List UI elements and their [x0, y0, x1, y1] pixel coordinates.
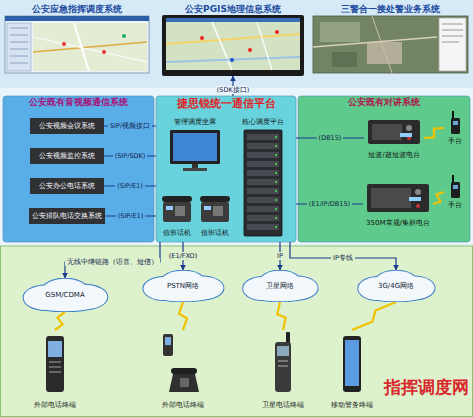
- connector: [65, 242, 160, 278]
- node-text: 公安视频监控系统: [39, 152, 95, 160]
- node-text: 3G/4G网络: [378, 282, 414, 290]
- handheld-radio: 手台: [444, 174, 466, 210]
- edge-label: (SDK接口): [215, 86, 251, 94]
- node-text: 公安既有对讲系统: [348, 98, 420, 108]
- device-box: 公安视频监控系统: [30, 148, 104, 164]
- node-text: 公安应急指挥调度系统: [32, 4, 122, 14]
- node-text: PSTN网络: [167, 282, 199, 290]
- panel-fill: [3, 96, 154, 242]
- node-text: 移动警务终端: [331, 401, 373, 409]
- device-box: 公安排队电话交换系统: [29, 208, 105, 224]
- rack-icon: [234, 116, 292, 238]
- platform-panel: 捷思锐统一通信平台管理调度坐席 核心调度平台值班话机 值班话机: [156, 96, 296, 242]
- node-text: 公安排队电话交换系统: [32, 212, 102, 220]
- terminal: 外部电话终端: [150, 330, 216, 410]
- duty-phone: 值班话机: [198, 178, 232, 238]
- edge-label: (E1/IP/DB15): [307, 200, 352, 208]
- node-text: 公安办公电话系统: [39, 182, 95, 190]
- panel-fill: [298, 96, 470, 242]
- node-text: GSM/CDMA: [45, 291, 84, 299]
- node-text: 公安PGIS地理信息系统: [185, 4, 281, 14]
- node-text: 卫星电话终端: [262, 401, 304, 409]
- edge-label: (SIP/E1): [116, 212, 145, 220]
- edge-label: IP: [275, 252, 285, 260]
- cell-icon: [22, 330, 88, 410]
- node-text: 三警合一接处警业务系统: [341, 4, 440, 14]
- terminal: 移动警务终端: [322, 330, 382, 410]
- device-box: 公安视频会议系统: [30, 118, 104, 134]
- desk-icon: [150, 330, 216, 410]
- edge-label: SIP/视频接口: [108, 122, 152, 130]
- node-text: 外部电话终端: [162, 401, 204, 409]
- panel-fill: [156, 96, 296, 242]
- wireless-link: [433, 192, 444, 204]
- mob-icon: [322, 330, 382, 410]
- network-cloud: 卫星网络: [240, 270, 320, 302]
- wireless-link: [424, 128, 444, 138]
- edge-label: 无线中继链路（语音、短信）: [65, 258, 160, 266]
- edge-label: (DB15): [317, 134, 344, 142]
- node-text: 管理调度坐席: [174, 118, 216, 126]
- network-cloud: GSM/CDMA: [20, 278, 110, 312]
- middle-band: [0, 88, 473, 246]
- node-text: 捷思锐统一通信平台: [177, 98, 276, 111]
- wireless-link: [179, 302, 187, 330]
- connector: [290, 242, 396, 270]
- node-text: 外部电话终端: [34, 401, 76, 409]
- device-box: 公安办公电话系统: [30, 178, 104, 194]
- sat-icon: [250, 330, 316, 410]
- handheld-radio: 手台: [444, 110, 466, 146]
- edge-label: (SIP/SDK): [113, 152, 148, 160]
- network-cloud: PSTN网络: [140, 270, 226, 302]
- wireless-link: [277, 302, 285, 330]
- wireless-link: [352, 302, 396, 330]
- edge-label: IP专线: [331, 254, 355, 262]
- node-text: 值班话机: [201, 229, 229, 237]
- network-cloud: 3G/4G网络: [355, 270, 437, 302]
- radio-station: 短波/超短波电台: [364, 116, 424, 160]
- bottom-band: [1, 246, 473, 417]
- node-text: 手台: [448, 201, 462, 209]
- system-screenshot: 公安应急指挥调度系统: [4, 2, 150, 74]
- terminal: 卫星电话终端: [250, 330, 316, 410]
- node-text: 卫星网络: [266, 282, 294, 290]
- radio-station: 350M常规/集群电台: [363, 180, 433, 228]
- core-platform: 核心调度平台: [234, 116, 292, 238]
- terminal: 外部电话终端: [22, 330, 88, 410]
- node-text: 核心调度平台: [242, 118, 284, 126]
- system-screenshot: 公安PGIS地理信息系统: [162, 2, 304, 76]
- system-screenshot: 三警合一接处警业务系统: [312, 2, 469, 74]
- edge-label: (E1/FXO): [167, 252, 199, 260]
- node-text: 350M常规/集群电台: [366, 219, 430, 227]
- node-text: 手台: [448, 137, 462, 145]
- node-text: 公安视频会议系统: [39, 122, 95, 130]
- edge-label: (SIP/E1): [115, 182, 144, 190]
- node-text: 公安既有音视频通信系统: [29, 98, 128, 108]
- system-panel: 公安既有音视频通信系统公安视频会议系统公安视频监控系统公安办公电话系统公安排队电…: [3, 96, 154, 242]
- top-band: [0, 0, 473, 88]
- wireless-link: [55, 312, 65, 330]
- system-panel: 公安既有对讲系统短波/超短波电台手台350M常规/集群电台手台: [298, 96, 470, 242]
- node-text: 值班话机: [163, 229, 191, 237]
- console-seat: 管理调度坐席: [162, 116, 228, 174]
- node-text: 短波/超短波电台: [368, 151, 419, 159]
- duty-phone: 值班话机: [160, 178, 194, 238]
- watermark: 指挥调度网: [384, 378, 469, 398]
